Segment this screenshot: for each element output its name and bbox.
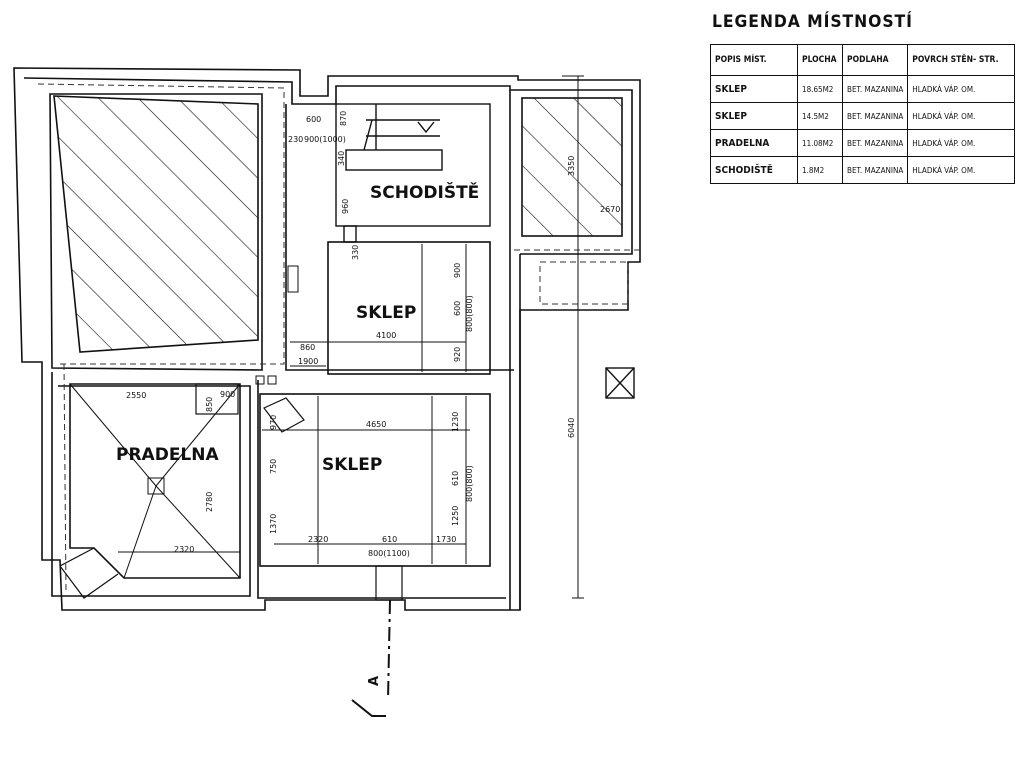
- dim-label: 330: [351, 245, 360, 260]
- section-label: A: [367, 676, 382, 686]
- dim-label: 800(800): [465, 295, 474, 332]
- legend-row: SCHODIŠTĚ 1.8M2 BET. MAZANINA HLADKÁ VÁP…: [710, 156, 1016, 184]
- dim-label: 970: [269, 415, 278, 430]
- dim-label: 900: [220, 390, 235, 399]
- dim-label: 600: [306, 115, 321, 124]
- legend-row: SKLEP 18.65M2 BET. MAZANINA HLADKÁ VÁP. …: [710, 75, 1016, 103]
- legend-room-area: 14.5M2: [797, 102, 843, 130]
- dim-label: 1230: [451, 412, 460, 432]
- dim-label: 750: [269, 459, 278, 474]
- dim-label: 800(800): [465, 465, 474, 502]
- dim-label: 610: [382, 535, 397, 544]
- dim-label: 2550: [126, 391, 146, 400]
- legend-row: PRADELNA 11.08M2 BET. MAZANINA HLADKÁ VÁ…: [710, 129, 1016, 157]
- legend-room-name: PRADELNA: [710, 129, 798, 157]
- dim-label: 2320: [174, 545, 194, 554]
- dim-label: 860: [300, 343, 315, 352]
- dim-label: 1250: [451, 506, 460, 526]
- dim-label: 920: [453, 347, 462, 362]
- overall-dimension: [562, 75, 584, 599]
- dim-label: 870: [339, 111, 348, 126]
- legend-room-name: SKLEP: [710, 102, 798, 130]
- dim-label: 6040: [567, 418, 576, 438]
- dim-label: 610: [451, 471, 460, 486]
- legend-room-walls: HLADKÁ VÁP. OM.: [907, 75, 1016, 103]
- dim-label: 230: [288, 135, 303, 144]
- cellar-upper-room: [287, 241, 491, 375]
- outer-walls: [13, 67, 641, 611]
- chimney-symbol: [605, 367, 635, 399]
- dashed-outlines: [37, 83, 640, 593]
- dim-label: 340: [337, 151, 346, 166]
- legend-room-walls: HLADKÁ VÁP. OM.: [907, 156, 1016, 184]
- dim-label: 2670: [600, 205, 620, 214]
- room-legend-table: POPIS MÍST. PLOCHA PODLAHA POVRCH STĚN- …: [710, 44, 1016, 184]
- dimension-labels: 600 870 230 900(1000) 340 960 330 3350 2…: [126, 111, 620, 558]
- section-line: [351, 599, 391, 717]
- dim-label: 900: [453, 263, 462, 278]
- legend-header: POPIS MÍST.: [710, 44, 798, 76]
- legend-room-floor: BET. MAZANINA: [841, 129, 909, 157]
- dim-label: 1730: [436, 535, 456, 544]
- dim-label: 900(1000): [304, 135, 346, 144]
- dim-label: 960: [341, 199, 350, 214]
- dim-label: 4100: [376, 331, 396, 340]
- room-label-laundry: PRADELNA: [116, 445, 219, 465]
- dim-label: 1900: [298, 357, 318, 366]
- legend-header-row: POPIS MÍST. PLOCHA PODLAHA POVRCH STĚN- …: [710, 44, 1016, 76]
- dim-label: 3350: [567, 156, 576, 176]
- room-label-stair: SCHODIŠTĚ: [370, 181, 479, 203]
- legend-room-floor: BET. MAZANINA: [841, 102, 909, 130]
- laundry-room: [59, 375, 277, 599]
- legend-title: LEGENDA MÍSTNOSTÍ: [712, 12, 913, 32]
- dim-label: 1370: [269, 514, 278, 534]
- dim-label: 4650: [366, 420, 386, 429]
- hatched-areas: [53, 95, 623, 353]
- room-label-cellar-lower: SKLEP: [322, 455, 382, 475]
- dim-label: 600: [453, 301, 462, 316]
- dim-label: 850: [205, 397, 214, 412]
- room-label-cellar-upper: SKLEP: [356, 303, 416, 323]
- legend-room-area: 1.8M2: [797, 156, 843, 184]
- dim-label: 800(1100): [368, 549, 410, 558]
- dim-label: 2320: [308, 535, 328, 544]
- legend-room-floor: BET. MAZANINA: [841, 156, 909, 184]
- staircase: [335, 103, 491, 243]
- legend-header: PODLAHA: [841, 44, 909, 76]
- legend-row: SKLEP 14.5M2 BET. MAZANINA HLADKÁ VÁP. O…: [710, 102, 1016, 130]
- legend-header: PLOCHA: [797, 44, 843, 76]
- dim-label: 2780: [205, 492, 214, 512]
- legend-room-area: 18.65M2: [797, 75, 843, 103]
